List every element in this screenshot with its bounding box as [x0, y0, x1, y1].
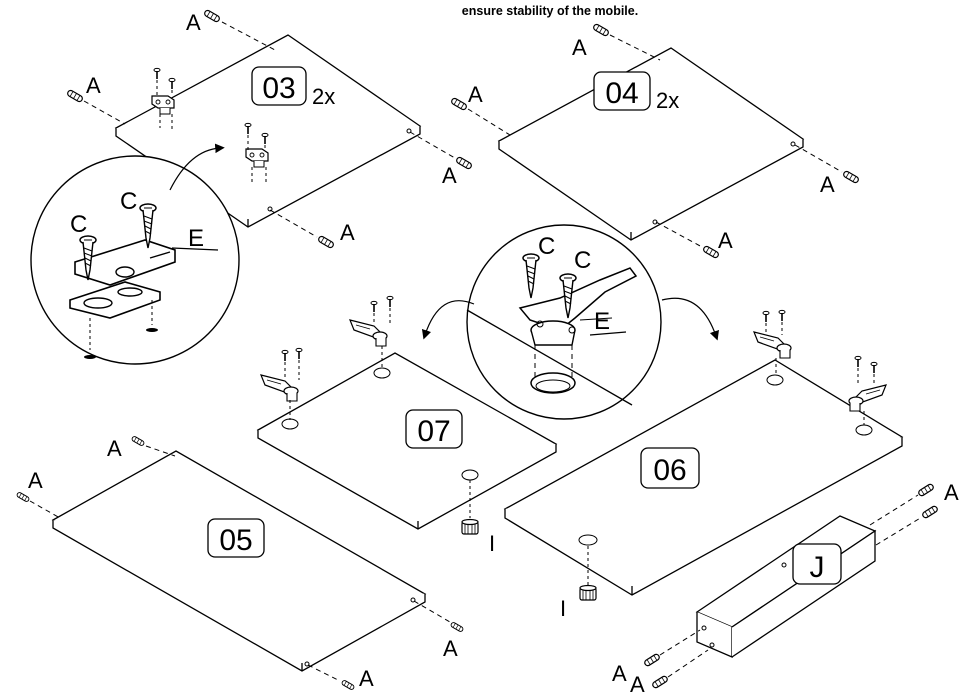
screw-label: C — [574, 247, 591, 274]
part-number-05: 05 — [219, 524, 252, 557]
part-number-06: 06 — [653, 454, 686, 487]
dowel-label: A — [359, 666, 374, 691]
dowel-label: A — [443, 636, 458, 661]
dowel-label: A — [468, 82, 483, 107]
screw-label: C — [538, 233, 555, 260]
dowel-label: A — [820, 172, 835, 197]
note-text: ensure stability of the mobile. — [462, 4, 638, 18]
screw-label: C — [120, 188, 137, 215]
hinge-plate-label: E — [594, 308, 610, 335]
panel-06: 06 I — [503, 309, 904, 621]
dowel-label: A — [442, 163, 457, 188]
dowel-label: A — [718, 228, 733, 253]
part-number-j: J — [810, 551, 825, 584]
dowel-label: A — [340, 220, 355, 245]
screw-label: C — [70, 211, 87, 238]
dowel-label: A — [572, 35, 587, 60]
foot-label: I — [489, 531, 495, 556]
part-number-04: 04 — [605, 77, 638, 110]
hinge-plate-label: E — [188, 225, 204, 252]
foot-label: I — [560, 596, 566, 621]
dowel-label: A — [612, 661, 627, 686]
part-j: J A A A — [612, 480, 959, 696]
panel-07: 07 I — [256, 295, 558, 556]
part-number-07: 07 — [417, 415, 450, 448]
dowel-label: A — [107, 436, 122, 461]
dowel-label: A — [28, 468, 43, 493]
dowel-label: A — [86, 73, 101, 98]
dowel-label: A — [944, 480, 959, 505]
detail-door-hinge: C C E — [421, 224, 719, 420]
panel-05: 05 A A A A — [15, 435, 465, 691]
panel-04: 04 2x A A A A — [449, 22, 861, 260]
quantity-04: 2x — [656, 88, 679, 113]
dowel-label: A — [630, 672, 645, 696]
dowel-label: A — [186, 10, 201, 35]
detail-hinge-plate: C C E — [30, 143, 240, 365]
quantity-03: 2x — [312, 84, 335, 109]
part-number-03: 03 — [262, 72, 295, 105]
